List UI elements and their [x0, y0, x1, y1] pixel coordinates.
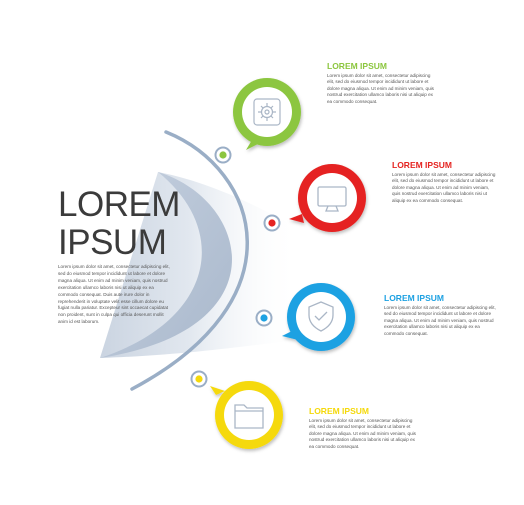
node-4 [190, 370, 208, 388]
step-2-title: LOREM IPSUM [392, 160, 452, 170]
light-beam [100, 172, 300, 358]
step-3-badge [282, 283, 355, 351]
node-2 [263, 214, 281, 232]
step-3-title: LOREM IPSUM [384, 293, 444, 303]
step-3-text: Lorem ipsum dolor sit amet, consectetur … [384, 305, 496, 336]
main-title: LOREM IPSUM [58, 186, 218, 262]
step-1-text: Lorem ipsum dolor sit amet, consectetur … [327, 73, 434, 104]
crescent-shape [100, 172, 232, 358]
step-2-text: Lorem ipsum dolor sit amet, consectetur … [392, 172, 496, 203]
main-title-line-2: IPSUM [58, 223, 167, 262]
step-4-title: LOREM IPSUM [309, 406, 369, 416]
monitor-icon [317, 186, 347, 212]
step-2-badge [289, 164, 366, 232]
gear-icon [253, 98, 281, 126]
step-4-text: Lorem ipsum dolor sit amet, consectetur … [309, 418, 416, 449]
node-1 [214, 146, 232, 164]
shield-check-icon [308, 301, 334, 332]
folder-icon [234, 404, 264, 429]
main-description: Lorem ipsum dolor sit amet, consectetur … [58, 264, 170, 325]
step-4-badge [210, 381, 283, 449]
timeline-arc [130, 130, 249, 391]
node-3 [255, 309, 273, 327]
step-1-title: LOREM IPSUM [327, 61, 387, 71]
main-title-line-1: LOREM [58, 185, 180, 224]
